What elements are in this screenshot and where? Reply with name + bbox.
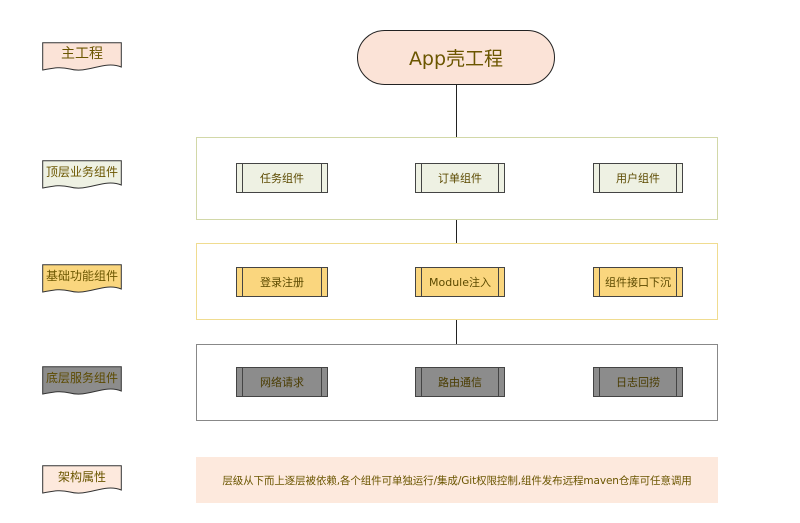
order-component: 订单组件 bbox=[415, 163, 505, 193]
label-architecture-attr: 架构属性 bbox=[42, 465, 122, 495]
label-mid-layer-text: 基础功能组件 bbox=[45, 269, 118, 283]
label-architecture-attr-text: 架构属性 bbox=[57, 470, 106, 484]
user-component: 用户组件 bbox=[593, 163, 683, 193]
connector-mid-bot bbox=[456, 320, 458, 344]
connector-root-top bbox=[456, 85, 458, 137]
label-mid-layer: 基础功能组件 bbox=[42, 264, 122, 294]
log-retrieval-component: 日志回捞 bbox=[593, 367, 683, 397]
architecture-note: 层级从下而上逐层被依赖,各个组件可单独运行/集成/Git权限控制,组件发布远程m… bbox=[196, 457, 718, 503]
document-shape-icon bbox=[42, 42, 122, 71]
label-main-project-text: 主工程 bbox=[61, 46, 103, 62]
login-register-component: 登录注册 bbox=[236, 267, 328, 297]
connector-top-mid bbox=[456, 220, 458, 243]
interface-sink-component: 组件接口下沉 bbox=[593, 267, 683, 297]
label-bottom-layer-text: 底层服务组件 bbox=[45, 371, 118, 385]
label-top-layer: 顶层业务组件 bbox=[42, 160, 122, 190]
label-bottom-layer: 底层服务组件 bbox=[42, 366, 122, 396]
document-shape-icon bbox=[42, 465, 122, 494]
task-component: 任务组件 bbox=[236, 163, 328, 193]
network-request-component: 网络请求 bbox=[236, 367, 328, 397]
module-injection-component: Module注入 bbox=[415, 267, 505, 297]
app-shell-label: App壳工程 bbox=[408, 48, 504, 70]
document-shape-icon bbox=[42, 264, 122, 293]
app-shell-node: App壳工程 bbox=[357, 30, 555, 85]
document-shape-icon bbox=[42, 366, 122, 395]
label-main-project: 主工程 bbox=[42, 42, 122, 72]
label-top-layer-text: 顶层业务组件 bbox=[45, 165, 118, 179]
router-comm-component: 路由通信 bbox=[415, 367, 505, 397]
document-shape-icon bbox=[42, 160, 122, 189]
